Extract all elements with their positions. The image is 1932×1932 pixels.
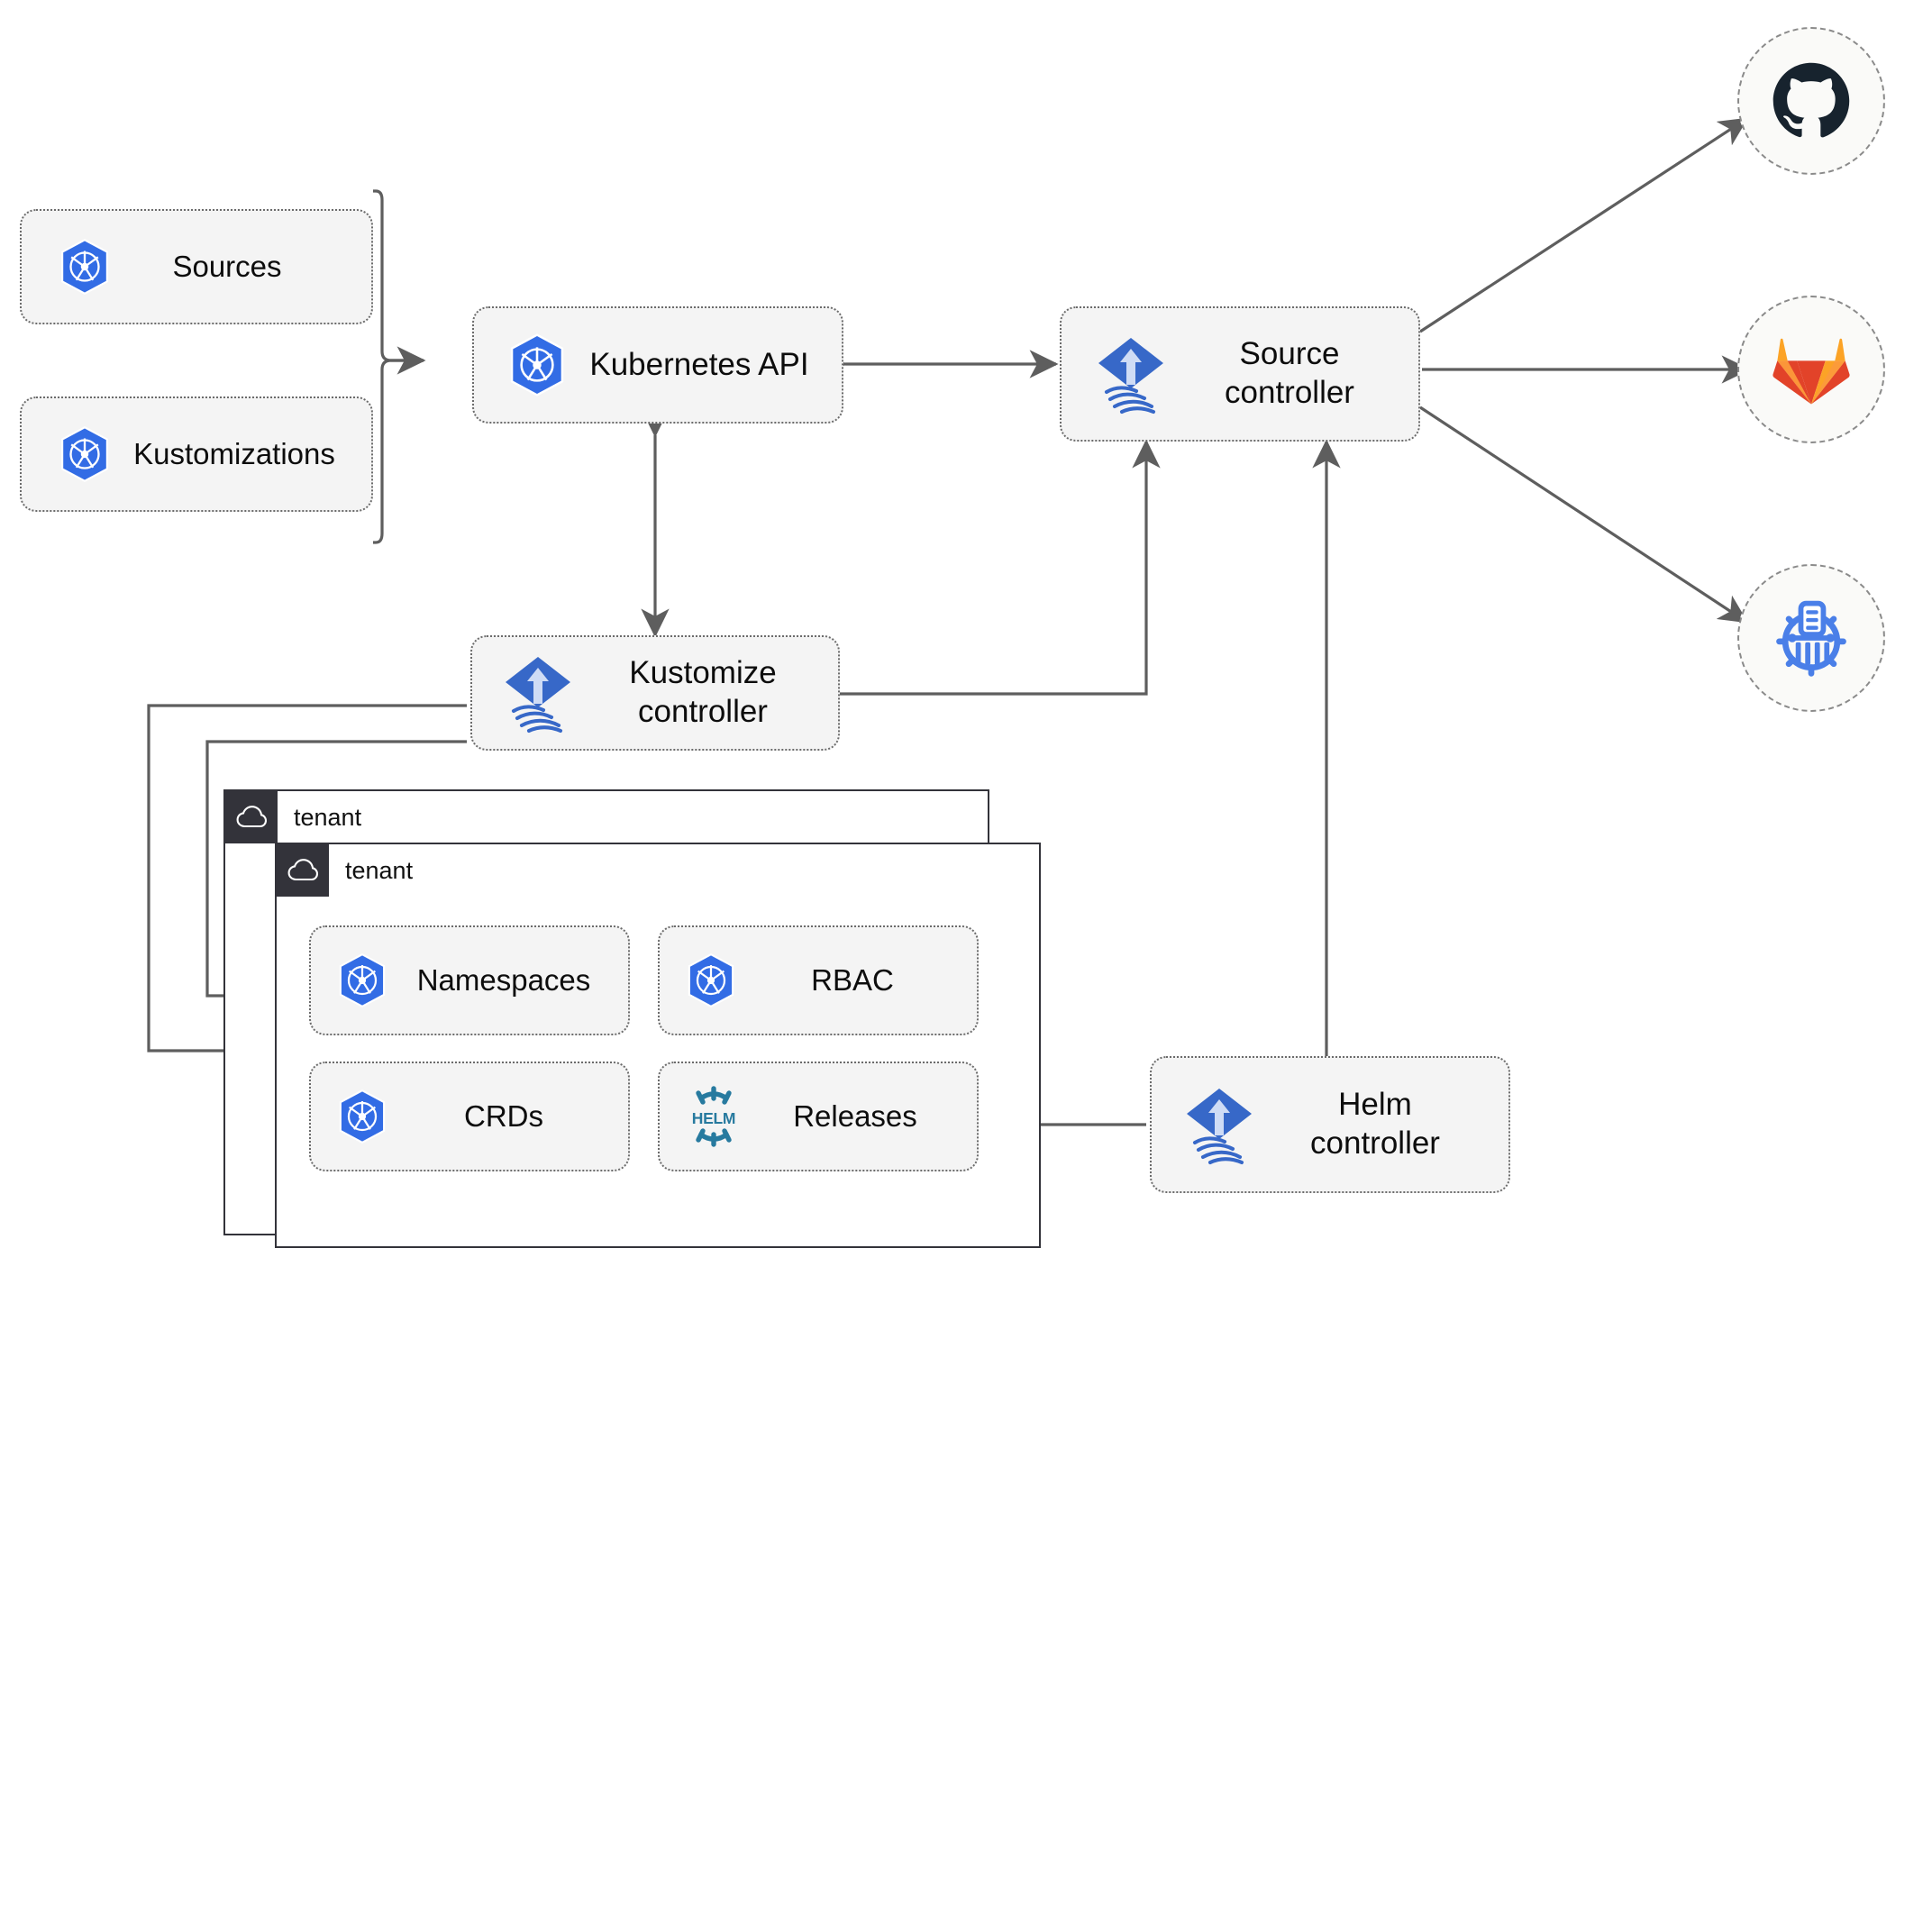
bracket-top	[373, 189, 426, 375]
node-label: Kubernetes API	[589, 346, 809, 382]
kubernetes-icon	[505, 332, 570, 398]
tenant-header-outer: tenant	[225, 791, 361, 843]
node-label: Helm controller	[1310, 1087, 1440, 1161]
external-helm-repository[interactable]	[1737, 564, 1885, 712]
kubernetes-icon	[56, 424, 114, 484]
node-label: RBAC	[811, 962, 894, 997]
svg-text:HELM: HELM	[692, 1109, 735, 1127]
node-label: Source controller	[1225, 336, 1354, 410]
cloud-icon	[225, 791, 278, 843]
node-label: Sources	[172, 249, 282, 283]
source-helmrepo-arrow	[1419, 406, 1749, 624]
source-github-arrow	[1419, 117, 1749, 333]
github-icon	[1770, 59, 1853, 142]
tenant-label: tenant	[294, 803, 362, 831]
node-rbac[interactable]: RBAC	[658, 925, 979, 1035]
tenant-frame-inner: tenant	[275, 843, 1041, 1248]
node-source-controller[interactable]: Source controller	[1060, 306, 1420, 442]
node-label: CRDs	[464, 1098, 543, 1133]
helm-icon: HELM	[683, 1086, 744, 1147]
node-label: Kustomizations	[133, 436, 335, 470]
node-helm-controller[interactable]: Helm controller	[1150, 1056, 1510, 1193]
node-label: Releases	[793, 1098, 917, 1133]
kubernetes-icon	[334, 1088, 390, 1145]
kustomize-source-arrow	[840, 439, 1161, 696]
external-github[interactable]	[1737, 27, 1885, 175]
node-kubernetes-api[interactable]: Kubernetes API	[472, 306, 843, 424]
bracket-bottom	[373, 359, 424, 544]
kubernetes-icon	[56, 237, 114, 296]
tenant-header-inner: tenant	[277, 844, 413, 897]
flux-icon	[1180, 1083, 1258, 1166]
node-sources[interactable]: Sources	[20, 209, 373, 324]
gitlab-icon	[1772, 332, 1851, 407]
node-label: Namespaces	[416, 962, 591, 997]
node-crds[interactable]: CRDs	[309, 1062, 630, 1171]
flux-icon	[1092, 333, 1170, 415]
node-releases[interactable]: HELM Releases	[658, 1062, 979, 1171]
node-kustomize-controller[interactable]: Kustomize controller	[470, 635, 840, 751]
kubernetes-icon	[683, 952, 739, 1009]
external-gitlab[interactable]	[1737, 296, 1885, 443]
node-namespaces[interactable]: Namespaces	[309, 925, 630, 1035]
cloud-icon	[277, 844, 329, 897]
node-label: Kustomize controller	[629, 655, 777, 729]
helm-repository-icon	[1768, 595, 1855, 681]
kubernetes-icon	[334, 952, 390, 1009]
tenant-label: tenant	[345, 856, 414, 884]
node-kustomizations[interactable]: Kustomizations	[20, 396, 373, 512]
flux-icon	[499, 652, 577, 734]
